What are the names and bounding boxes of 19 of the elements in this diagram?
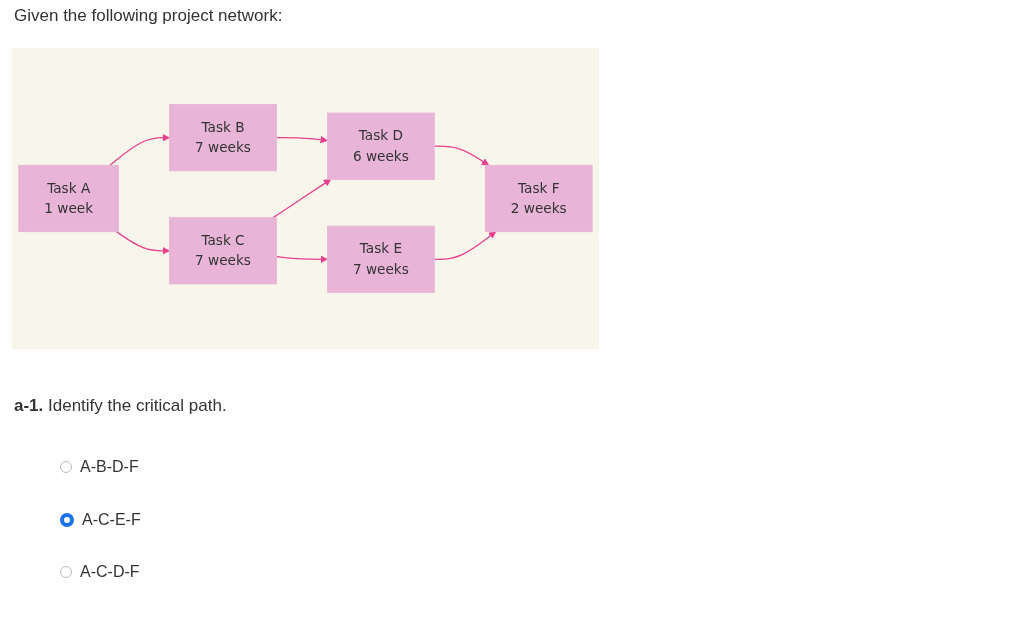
answer-option: A-C-D-F: [80, 563, 140, 581]
arrow: [272, 179, 332, 219]
arrow: [275, 255, 328, 264]
answer-option: A-C-E-F: [82, 511, 141, 529]
arrow: [115, 231, 170, 255]
node-box: [484, 164, 593, 233]
node-box: [169, 217, 277, 285]
diagram-background: Task A 1 week Task B 7 weeks Task C 7 weeks Task D 6 weeks Task E 7 weeks Task F 2 weeks: [12, 48, 599, 349]
node-box: [327, 225, 435, 293]
arrow: [433, 231, 497, 260]
question-heading: Given the following project network:: [14, 6, 283, 26]
arrow: [109, 133, 170, 166]
question-text: a-1. Identify the critical path.: [14, 396, 227, 416]
arrow: [275, 136, 328, 144]
node-box: [327, 112, 435, 180]
node-box: [169, 104, 277, 172]
arrow: [433, 145, 490, 166]
answer-option: A-B-D-F: [80, 458, 139, 476]
node-box: [18, 164, 119, 233]
